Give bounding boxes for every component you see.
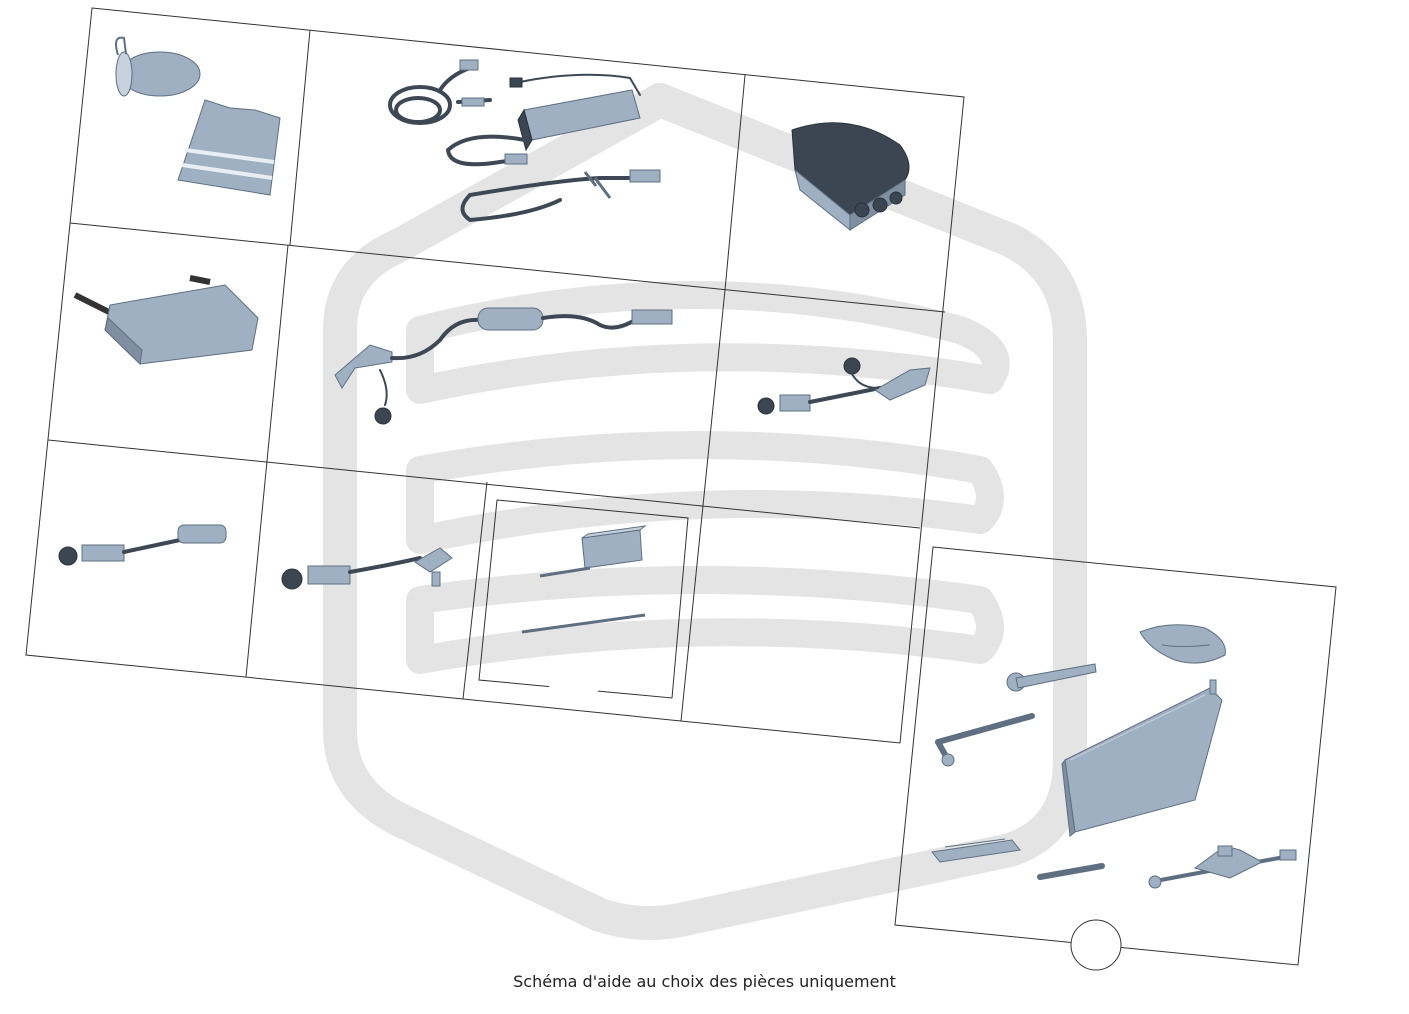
mode-3-charging-cable-icon[interactable] <box>334 307 673 425</box>
tool-tray-icon[interactable] <box>1061 679 1223 837</box>
first-aid-bag-icon[interactable] <box>115 36 201 97</box>
towing-eye-icon[interactable] <box>1037 863 1105 880</box>
gloves-icon[interactable] <box>1139 624 1226 664</box>
charging-cable-set-icon[interactable] <box>388 59 661 223</box>
adapter-cable-icon[interactable] <box>58 524 227 566</box>
l-wrench-icon[interactable] <box>935 713 1035 767</box>
jack-icon[interactable] <box>1148 845 1297 889</box>
wheel-wrench-icon[interactable] <box>1006 663 1097 692</box>
cable-bag-icon[interactable] <box>73 275 259 366</box>
parts-grid <box>25 7 965 744</box>
safety-vest-icon[interactable] <box>177 99 281 196</box>
caption: Schéma d'aide au choix des pièces unique… <box>513 972 896 991</box>
wallbox-icon[interactable] <box>791 122 910 232</box>
bracket-icon[interactable] <box>931 838 1021 863</box>
tool-kit-panel <box>894 546 1337 971</box>
type2-charging-cable-icon[interactable] <box>757 357 931 415</box>
small-control-box-icon[interactable] <box>521 525 647 634</box>
domestic-plug-cable-icon[interactable] <box>281 547 453 590</box>
watermark-logo <box>323 83 1087 941</box>
